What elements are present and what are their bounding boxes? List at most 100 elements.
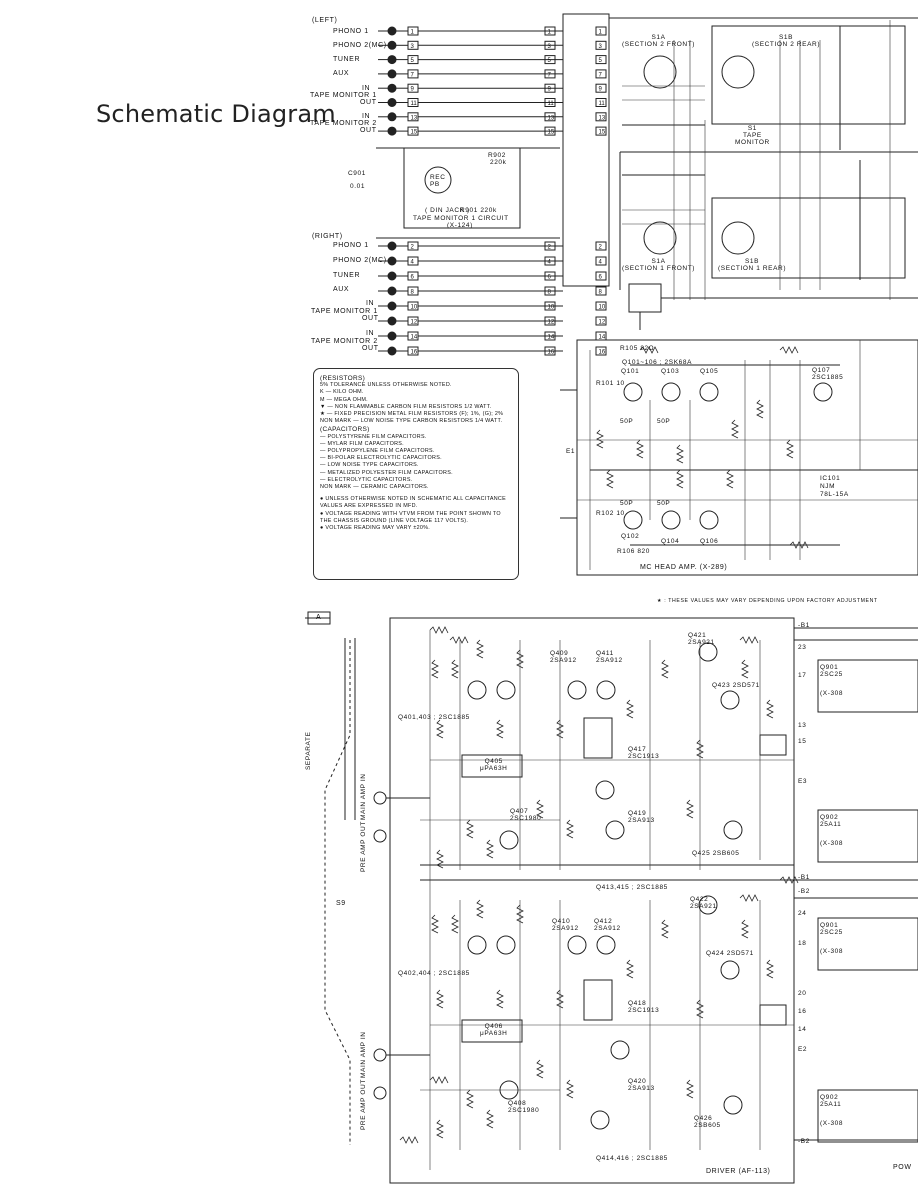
pin-number: 1 xyxy=(411,30,415,36)
resistor xyxy=(399,1136,419,1144)
resistor xyxy=(696,739,704,759)
note-line: — METALIZED POLYESTER FILM CAPACITORS. xyxy=(320,469,453,476)
bus-label: 18 xyxy=(798,940,807,947)
bus-label: -B1 xyxy=(798,622,810,629)
driver-transistor: Q408 2SC1980 xyxy=(508,1100,540,1114)
bus-label: 23 xyxy=(798,644,807,651)
mc-footnote: ★ : THESE VALUES MAY VARY DEPENDING UPON… xyxy=(657,598,878,604)
bus-label: 24 xyxy=(798,910,807,917)
pin-number: 7 xyxy=(548,72,552,78)
mc-ic101: IC101 NJM 78L-15A xyxy=(820,475,849,498)
input-jack xyxy=(387,256,397,266)
resistor xyxy=(556,719,564,739)
pin-number: 15 xyxy=(411,130,418,136)
mc-capacitor: 50P xyxy=(657,500,671,507)
pin-box xyxy=(544,241,556,251)
driver-transistor: Q417 2SC1913 xyxy=(628,746,660,760)
note-line: — LOW NOISE TYPE CAPACITORS. xyxy=(320,462,419,469)
pin-number: 8 xyxy=(548,290,552,296)
input-jack xyxy=(387,83,397,93)
pin-box xyxy=(544,346,556,356)
driver-transistor-group: Q414,416 ; 2SC1885 xyxy=(596,1155,668,1162)
bus-label: 16 xyxy=(798,1008,807,1015)
pin-box xyxy=(544,40,556,50)
driver-jack-label: PRE AMP OUT xyxy=(360,1079,367,1130)
resistor xyxy=(436,719,444,739)
driver-board-label: DRIVER (AF-113) xyxy=(706,1168,771,1175)
mc-transistor: Q102 xyxy=(621,533,640,540)
driver-transistor: Q407 2SC1980 xyxy=(510,808,542,822)
mc-head-amp-label: MC HEAD AMP. (X-289) xyxy=(640,564,728,571)
input-jack xyxy=(387,98,397,107)
resistor xyxy=(779,346,799,354)
note-line: THE CHASSIS GROUND (LINE VOLTAGE 117 VOL… xyxy=(320,517,469,524)
note-line: NON MARK — LOW NOISE TYPE CARBON RESISTO… xyxy=(320,418,503,425)
driver-jack-label: MAIN AMP IN xyxy=(360,773,367,820)
driver-transistor-group: Q413,415 ; 2SC1885 xyxy=(596,884,668,891)
pin-number: 10 xyxy=(411,305,418,311)
pin-box xyxy=(544,301,556,311)
x-ref: (X-308 xyxy=(820,840,844,847)
note-line: — POLYSTYRENE FILM CAPACITORS. xyxy=(320,433,427,440)
note-line: K — KILO OHM. xyxy=(320,389,364,396)
pin-box xyxy=(544,331,556,341)
note-line: — ELECTROLYTIC CAPACITORS. xyxy=(320,476,413,483)
wiring-detail xyxy=(420,20,918,1170)
mc-transistor: Q106 xyxy=(700,538,719,545)
pin-number: 4 xyxy=(411,260,415,266)
note-line: M — MEGA OHM. xyxy=(320,396,368,403)
pin-number: 16 xyxy=(548,350,555,356)
resistor xyxy=(661,659,669,679)
driver-corner-label: POW xyxy=(893,1164,912,1171)
x-ref: (X-308 xyxy=(820,690,844,697)
resistor xyxy=(516,904,524,924)
driver-jack-label: MAIN AMP IN xyxy=(360,1031,367,1078)
mc-capacitor: 50P xyxy=(620,418,634,425)
right-input-label: IN xyxy=(366,330,375,337)
pin-box xyxy=(544,286,556,296)
switch-label: S1A (SECTION 2 FRONT) xyxy=(622,34,696,48)
pin-number: 2 xyxy=(599,245,603,251)
resistor xyxy=(516,649,524,669)
pin-box xyxy=(544,83,556,93)
resistor xyxy=(661,919,669,939)
bus-label: E3 xyxy=(798,778,808,785)
pin-number: 14 xyxy=(548,335,555,341)
resistor-marks xyxy=(399,346,809,1144)
bus-label: 20 xyxy=(798,990,807,997)
right-tape-label: TAPE MONITOR 1 xyxy=(311,308,378,315)
note-line: ● VOLTAGE READING MAY VARY ±20%. xyxy=(320,525,431,532)
pin-number: 5 xyxy=(599,58,603,64)
driver-transistor: Q405 μPA63H xyxy=(480,758,508,772)
resistor xyxy=(429,1076,449,1084)
mc-e1: E1 xyxy=(566,448,576,455)
pin-box xyxy=(595,346,607,356)
resistor xyxy=(626,959,634,979)
note-line: — MYLAR FILM CAPACITORS. xyxy=(320,440,404,447)
pin-box xyxy=(595,69,607,79)
resistor xyxy=(476,639,484,659)
resistor xyxy=(636,439,644,459)
resistor xyxy=(741,659,749,679)
din-plug-label: REC PB xyxy=(430,174,446,188)
driver-transistor: Q412 2SA912 xyxy=(594,918,621,932)
pin-number: 16 xyxy=(599,350,606,356)
pin-box xyxy=(595,316,607,326)
driver-transistor-group: Q402,404 ; 2SC1885 xyxy=(398,970,470,977)
right-input-label: PHONO 1 xyxy=(333,242,369,249)
mc-transistor: Q105 xyxy=(700,368,719,375)
x-ref: Q901 2SC25 xyxy=(820,922,843,936)
resistor xyxy=(741,919,749,939)
resistor xyxy=(451,659,459,679)
mc-q107: Q107 2SC1885 xyxy=(812,367,844,381)
pin-number: 6 xyxy=(411,275,415,281)
x-ref: (X-308 xyxy=(820,948,844,955)
resistor xyxy=(536,1059,544,1079)
resistor xyxy=(686,799,694,819)
pin-number: 7 xyxy=(599,72,603,78)
legend-notes: (RESISTORS) 5% TOLERANCE UNLESS OTHERWIS… xyxy=(313,368,519,580)
bus-label: -B2 xyxy=(798,1138,810,1145)
mc-transistor: Q104 xyxy=(661,538,680,545)
left-input-label: IN xyxy=(362,113,371,120)
